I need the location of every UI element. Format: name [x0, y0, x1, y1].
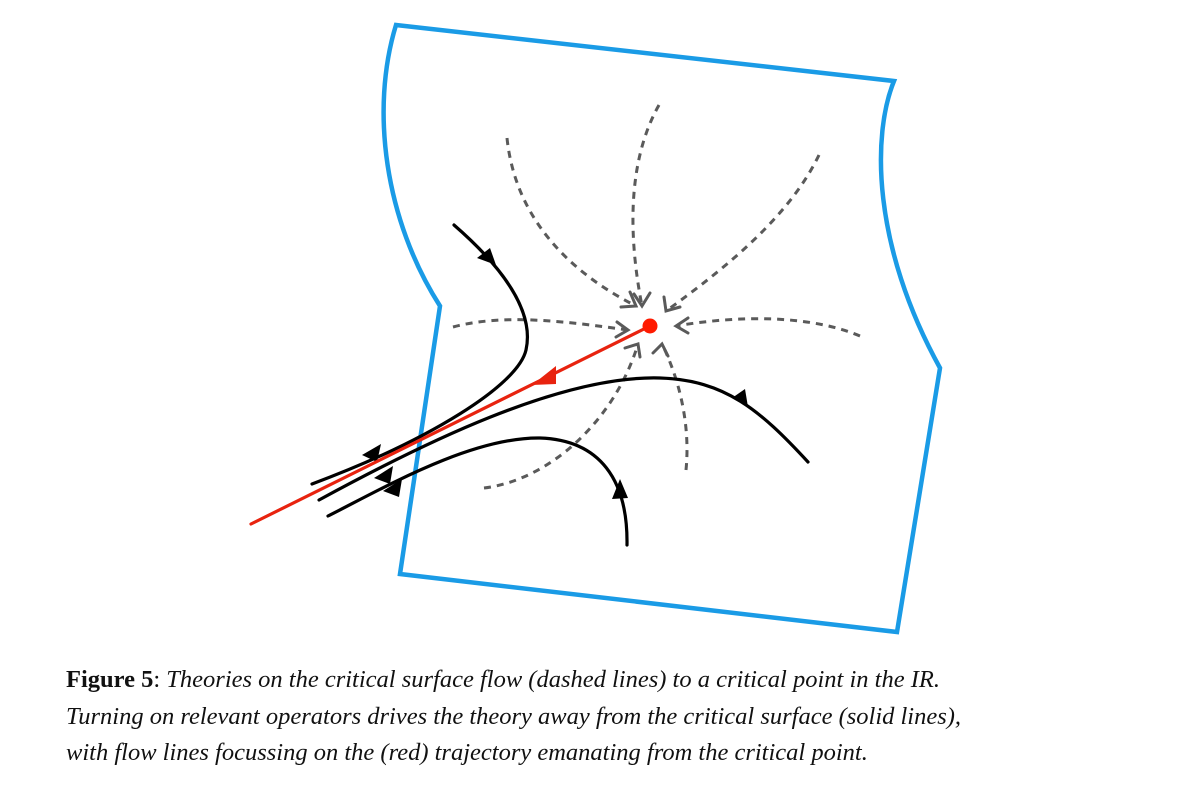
dashed-flow-line	[665, 154, 821, 313]
figure-label: Figure 5	[66, 666, 154, 693]
dashed-flow-line	[631, 104, 661, 307]
red-trajectory	[249, 324, 652, 526]
solid-arrowheads	[362, 248, 748, 499]
critical-surface-outline	[381, 22, 943, 635]
caption-text-line-1: Theories on the critical surface flow (d…	[166, 666, 940, 693]
solid-flow-line	[310, 223, 529, 486]
solid-flow-line	[317, 376, 810, 502]
solid-flow-lines	[310, 223, 810, 547]
dashed-flow-line	[452, 318, 629, 332]
dashed-flow-line	[675, 317, 861, 338]
critical-point	[642, 318, 658, 334]
solid-arrowhead	[362, 444, 381, 462]
caption-line-1: Figure 5: Theories on the critical surfa…	[66, 662, 1136, 699]
dashed-flow-lines	[452, 104, 861, 490]
dashed-arrowhead	[614, 320, 631, 339]
solid-arrowhead	[612, 479, 628, 499]
dashed-arrowheads	[614, 290, 690, 359]
solid-arrowhead	[383, 479, 402, 497]
dashed-flow-line	[505, 137, 637, 308]
dashed-arrowhead	[619, 290, 639, 309]
red-trajectory-arrowhead	[532, 366, 556, 385]
caption-text-line-3: with flow lines focussing on the (red) t…	[66, 739, 868, 766]
dashed-arrowhead	[662, 295, 682, 313]
solid-arrowhead	[732, 389, 748, 407]
solid-arrowhead	[374, 466, 393, 484]
dashed-arrowhead	[673, 316, 690, 335]
dashed-flow-line	[483, 343, 640, 490]
dashed-arrowhead	[651, 341, 670, 358]
figure-caption: Figure 5: Theories on the critical surfa…	[66, 662, 1136, 772]
solid-arrowhead	[477, 248, 496, 265]
figure-label-separator: :	[153, 666, 167, 693]
dashed-arrowhead	[632, 291, 652, 309]
dashed-flow-line	[660, 343, 689, 471]
figure-diagram	[249, 22, 943, 635]
caption-text-line-2: Turning on relevant operators drives the…	[66, 702, 962, 730]
dashed-arrowhead	[623, 342, 642, 359]
